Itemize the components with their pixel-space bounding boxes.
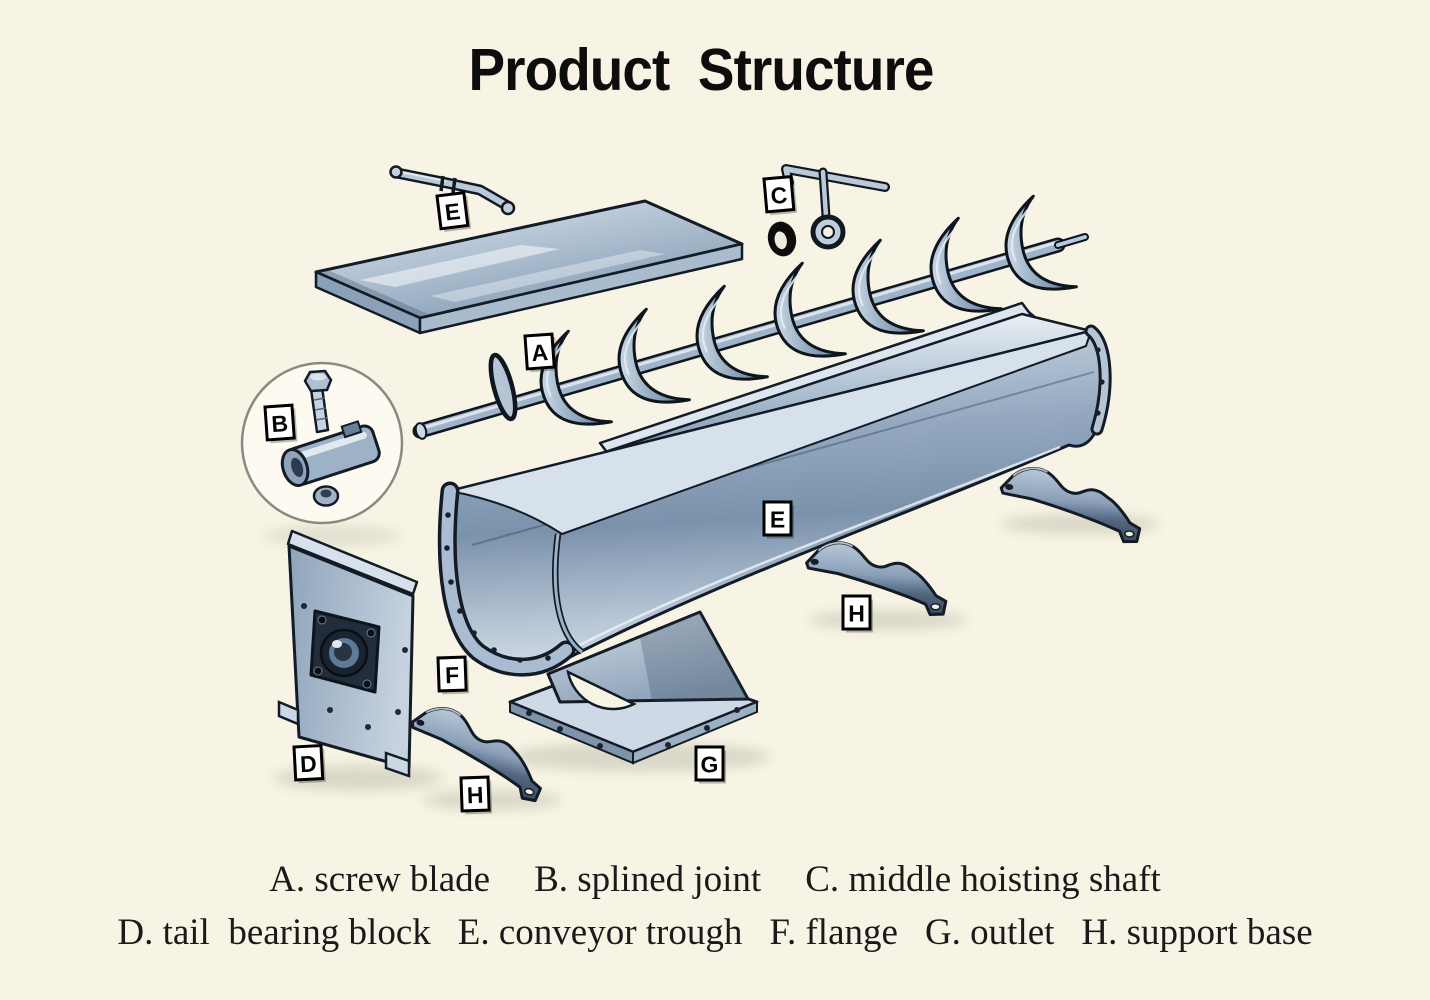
screw-blade: [412, 190, 1089, 440]
svg-text:A: A: [530, 339, 548, 366]
plate-holes: [301, 603, 408, 730]
svg-text:D: D: [299, 750, 317, 777]
part-label-screw-blade: A: [523, 332, 558, 373]
part-label-support-front: H: [459, 775, 493, 815]
legend-row-2: D. tail bearing block E. conveyor trough…: [0, 906, 1430, 959]
flange-bolt-holes: [444, 512, 551, 663]
svg-text:H: H: [466, 782, 484, 809]
legend-item-bearing-block: D. tail bearing block: [117, 912, 431, 953]
legend-item-flange: F. flange: [769, 912, 898, 953]
handle-left-cap: [389, 165, 403, 179]
cover-right-lip: [418, 242, 744, 335]
part-label-outlet: G: [694, 745, 726, 784]
splined-joint-callout: [240, 361, 404, 525]
part-label-trough: E: [762, 500, 794, 539]
legend-item-support-base: H. support base: [1081, 912, 1313, 953]
joint-sleeve: [280, 420, 381, 488]
part-label-hoisting-shaft: C: [762, 175, 798, 216]
page-title: Product Structure: [468, 37, 935, 103]
shaft-end-cap: [414, 422, 428, 440]
svg-text:F: F: [445, 662, 460, 688]
svg-text:H: H: [848, 601, 865, 627]
joint-bolt: [303, 369, 333, 434]
bearing-corner-bolts: [313, 615, 376, 689]
conveyor-trough: [437, 301, 1112, 677]
part-label-flange: F: [436, 655, 470, 695]
svg-text:B: B: [270, 410, 288, 437]
part-label-bearing-block: D: [292, 744, 326, 784]
svg-text:E: E: [443, 198, 461, 226]
handle-end-knob: [500, 200, 516, 216]
part-label-trough-cover: E: [435, 191, 472, 232]
cover-handle: [389, 165, 516, 216]
trough-rim-lip: [449, 330, 1092, 535]
legend: A. screw blade B. splined joint C. middl…: [0, 853, 1430, 959]
outlet: [508, 610, 759, 765]
svg-text:C: C: [770, 182, 789, 209]
tail-bearing-block: [277, 529, 419, 778]
legend-item-hoisting-shaft: C. middle hoisting shaft: [805, 859, 1161, 900]
seal-ring: [767, 221, 797, 257]
support-base-middle: [802, 539, 951, 617]
blade-start-loop: [488, 352, 518, 422]
outlet-flange-holes: [526, 707, 740, 749]
outlet-opening: [566, 669, 637, 711]
legend-item-outlet: G. outlet: [924, 912, 1055, 953]
trough-cover-plate: [314, 199, 744, 335]
part-label-splined-joint: B: [263, 403, 298, 444]
right-cap-holes: [1095, 347, 1105, 416]
legend-item-splined-joint: B. splined joint: [534, 859, 762, 900]
svg-text:G: G: [701, 752, 719, 778]
outlet-body: [546, 610, 750, 704]
joint-nut: [312, 485, 340, 507]
legend-item-screw-blade: A. screw blade: [269, 859, 491, 900]
part-label-support-middle: H: [841, 594, 873, 633]
legend-row-1: A. screw blade B. splined joint C. middl…: [0, 853, 1430, 906]
legend-item-trough: E. conveyor trough: [457, 912, 743, 953]
svg-text:E: E: [770, 507, 785, 533]
